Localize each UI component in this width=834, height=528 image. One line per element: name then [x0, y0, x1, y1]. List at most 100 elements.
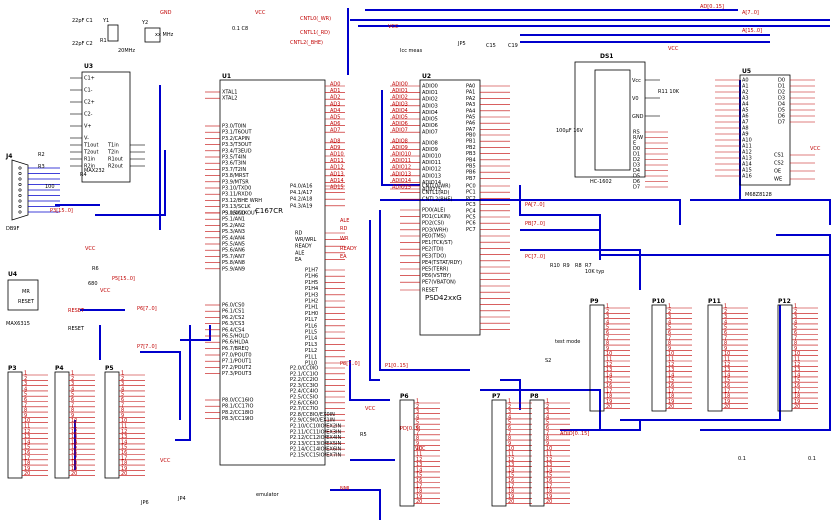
svg-text:R7: R7 [585, 263, 592, 269]
svg-text:VCC: VCC [668, 46, 679, 52]
psd-port-label: PC6 [466, 221, 476, 227]
header-pin-label: 12 [71, 429, 77, 435]
svg-text:Y1: Y1 [102, 18, 109, 24]
header-pin-label: 7 [416, 430, 419, 436]
header-pin-label: 3 [668, 314, 671, 320]
svg-text:680: 680 [88, 281, 98, 287]
lcd-pwr-label: GND [632, 114, 644, 120]
header-pin-label: 17 [71, 455, 77, 461]
header-pin-label: 11 [606, 357, 612, 363]
psd-port-label: PB7 [466, 176, 476, 182]
header-pin-label: 14 [606, 372, 612, 378]
header-pin-label: 7 [794, 335, 797, 341]
svg-text:R10: R10 [550, 263, 560, 269]
header-pin-label: 17 [508, 483, 514, 489]
header-pin-label: 1 [668, 304, 671, 310]
header-pin-label: 9 [508, 441, 511, 447]
mcu-ad-label: AD14 [330, 178, 344, 184]
sram-addr-label: A8 [742, 126, 749, 132]
sram-addr-label: A1 [742, 84, 749, 90]
svg-text:S2: S2 [545, 358, 551, 364]
header-pin-label: 6 [794, 330, 797, 336]
header-pin-label: 4 [724, 319, 727, 325]
sram-data-label: D5 [778, 108, 785, 114]
psd-ctrl-label: PE7(VBATON) [422, 280, 456, 286]
rs232-pin-label: R2in [84, 164, 95, 170]
psd-adio-net: ADIO15 [392, 185, 411, 191]
header-pin-label: 14 [71, 439, 77, 445]
header-pin-label: 17 [416, 483, 422, 489]
psd-port-label: PA0 [466, 84, 475, 90]
header-pin-label: 10 [606, 351, 612, 357]
bus-net-label: AD[0..15] [700, 4, 724, 10]
db9-pin [18, 188, 22, 192]
crystal: Y1 20MHz Y2 xx MHz [102, 18, 174, 54]
db9-pin [18, 177, 22, 181]
header-pin-label: 13 [794, 367, 800, 373]
psd-port-label: PB5 [466, 164, 476, 170]
mcu-pin-label: P7.2/POUT2 [222, 365, 252, 371]
header-pin-label: 15 [724, 378, 730, 384]
sram-addr-label: A0 [742, 78, 749, 84]
mcu-p1-label: P1L1 [305, 354, 317, 360]
header-pin-label: 3 [121, 381, 124, 387]
lcd-pin-label: E [633, 141, 636, 147]
svg-text:R6: R6 [92, 266, 99, 272]
psd-ctrl-label: PE3(TDO) [422, 253, 446, 259]
psd-adio-label: ADIO0 [422, 84, 438, 90]
header-pin-label: 13 [24, 434, 30, 440]
svg-text:MAX6315: MAX6315 [6, 321, 30, 327]
signal-net-label: WR [340, 236, 349, 242]
psd-adio-label: ADIO1 [422, 90, 438, 96]
header-pin-label: 12 [121, 429, 127, 435]
lcd-pwr-label: V0 [632, 96, 639, 102]
header-pin-label: 12 [606, 362, 612, 368]
header-pin-label: 4 [606, 319, 609, 325]
header-pin-label: 20 [668, 404, 674, 410]
header-pin-label: 11 [416, 452, 422, 458]
header-pin-label: 13 [606, 367, 612, 373]
mcu-p1-label: P1L7 [305, 317, 317, 323]
mcu-pin-label: P3.9/MTSR [222, 179, 249, 185]
mcu-ad-label: AD7 [330, 128, 340, 134]
header-pin-label: 15 [508, 473, 514, 479]
bus-net-label: PD[0..3] [400, 426, 420, 432]
mcu-p2-label: P2.8/CC8IO/EX0IN [290, 412, 335, 418]
header-body [651, 304, 667, 412]
lcd-pin-label: D6 [633, 179, 640, 185]
mcu-p4-label: P4.0/A16 [290, 184, 312, 190]
header-body [399, 399, 415, 507]
signal-net-label: READY [340, 246, 358, 252]
header-pin-label: 7 [121, 402, 124, 408]
psd-adio-label: ADIO15 [422, 187, 441, 193]
header-pin-label: 3 [546, 409, 549, 415]
svg-text:100μF 16V: 100μF 16V [556, 128, 584, 134]
header-pin-label: 14 [24, 439, 30, 445]
header-pin-label: 2 [71, 376, 74, 382]
psd-adio-net: ADIO8 [392, 138, 408, 144]
header-pin-label: 9 [121, 413, 124, 419]
header-pin-label: 19 [121, 466, 127, 472]
bus-net-label: P5[15..0] [112, 276, 135, 282]
mcu-pin-label: P6.3/CS3 [222, 321, 245, 327]
header-pin-label: 12 [416, 457, 422, 463]
header-pin-label: 6 [121, 397, 124, 403]
header-pin-label: 12 [546, 457, 552, 463]
header-body [7, 371, 23, 479]
header-pin-label: 15 [668, 378, 674, 384]
psd-ctrl-label: PE2(TDI) [422, 247, 444, 253]
svg-text:RESET: RESET [68, 326, 85, 332]
mcu-p1-label: P1L4 [305, 336, 317, 342]
header-pin-label: 3 [794, 314, 797, 320]
svg-text:R1: R1 [100, 38, 107, 44]
sram-chip: M68Z8128 U5 A0A1A2A3A4A5A6A7A8A9A10A11A1… [715, 68, 815, 198]
mcu-p1-label: P1L6 [305, 323, 317, 329]
signal-net-label: CNTL1(_RD) [300, 30, 330, 36]
bus-net-label: P7[7..0] [137, 344, 157, 350]
mcu-ad-label: AD4 [330, 108, 340, 114]
header-pin-label: 16 [724, 383, 730, 389]
sram-data-label: D3 [778, 96, 785, 102]
header-pin-label: 7 [546, 430, 549, 436]
header-pin-label: 20 [121, 471, 127, 477]
